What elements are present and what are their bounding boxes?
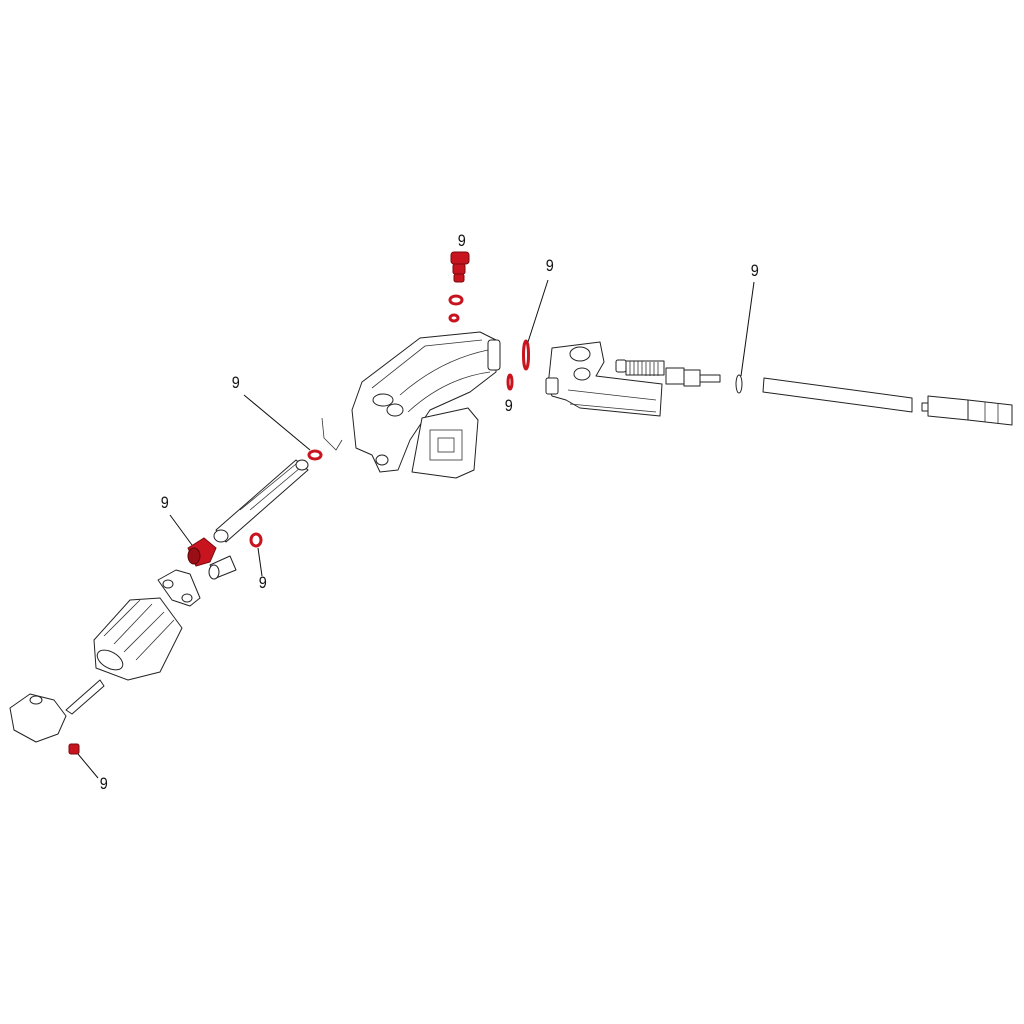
valve-plug <box>450 251 470 283</box>
callout-rod-seal: 9 <box>750 261 759 280</box>
set-screw <box>68 743 80 755</box>
pedal-pad <box>93 597 183 681</box>
callout-shaft-oring-top: 9 <box>231 373 240 392</box>
oring-top-1 <box>448 294 464 306</box>
callout-long-oring: 9 <box>545 256 554 275</box>
callout-set-screw: 9 <box>99 774 108 793</box>
rod-tube <box>762 377 913 413</box>
callout-shaft-oring-bottom: 9 <box>258 573 267 592</box>
pin <box>208 555 237 580</box>
oring-top-2 <box>448 313 460 323</box>
small-oring-below <box>506 373 514 391</box>
callout-bushing: 9 <box>160 493 169 512</box>
cover-block <box>411 407 479 479</box>
threaded-screw <box>615 359 721 387</box>
elbow-housing <box>351 331 501 473</box>
long-oring <box>522 339 530 371</box>
handle-knob <box>9 679 105 743</box>
end-fitting <box>921 395 1013 426</box>
bushing <box>187 537 217 567</box>
rod-seal <box>735 374 743 394</box>
shaft-oring-bottom <box>249 532 263 548</box>
callout-valve-plug: 9 <box>457 231 466 250</box>
callout-small-oring: 9 <box>504 396 513 415</box>
pump-body <box>545 341 663 417</box>
link-plate <box>157 569 201 607</box>
shaft <box>213 459 309 543</box>
leader-lines <box>77 279 755 779</box>
clip <box>321 417 343 451</box>
shaft-oring-top <box>307 449 323 461</box>
